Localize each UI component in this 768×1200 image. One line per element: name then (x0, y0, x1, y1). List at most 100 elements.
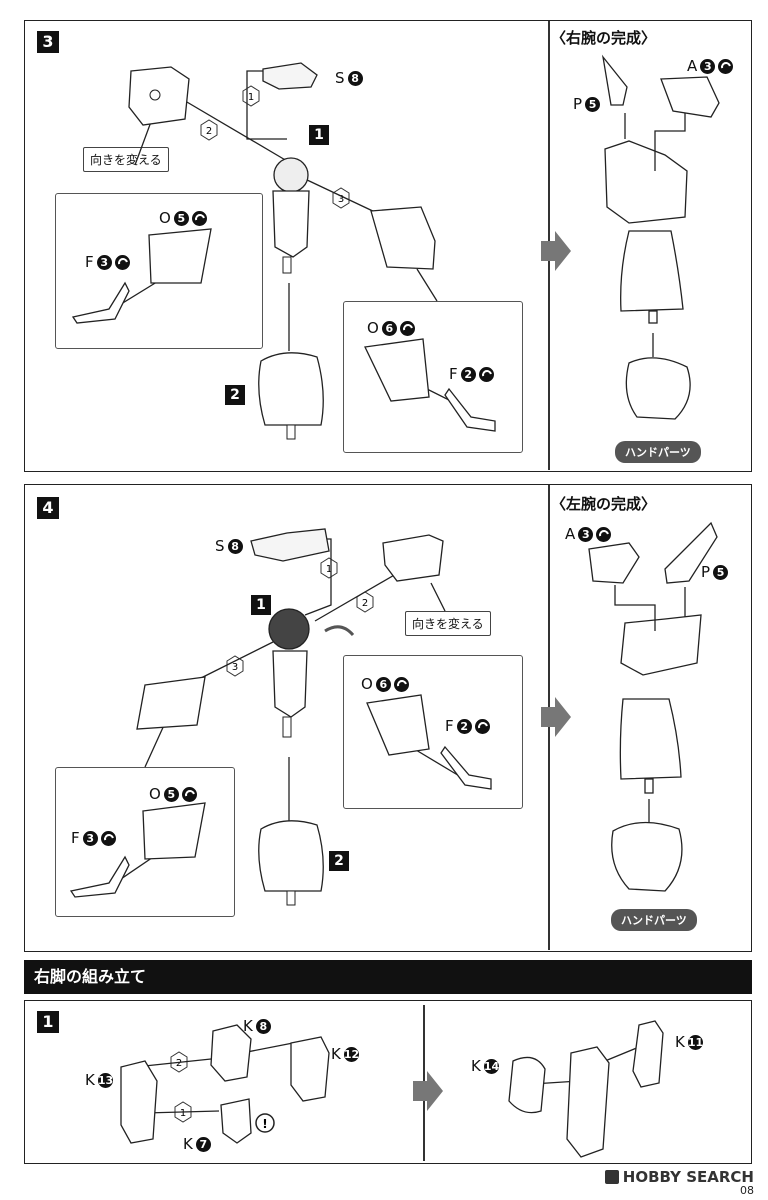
part-letter: P (573, 95, 583, 113)
cut-icon (393, 676, 409, 692)
part-letter: A (565, 525, 576, 543)
cut-icon (114, 254, 130, 270)
part-label-p5: P 5 (573, 95, 601, 113)
part-number: 8 (347, 70, 363, 86)
part-number: 8 (255, 1018, 271, 1034)
armor-o-part (136, 676, 206, 730)
arm-assembly-arrows (624, 113, 686, 357)
completed-right-arm (601, 54, 720, 420)
order-number: 1 (326, 564, 332, 575)
caution-icon: ! (255, 1113, 275, 1133)
order-marker-1: 1 (242, 85, 260, 107)
arm-assembly-arrows (614, 585, 686, 823)
armor-o5-part (148, 228, 212, 284)
step-arrow (541, 697, 571, 737)
part-number: 3 (82, 830, 98, 846)
k14-part (508, 1056, 546, 1114)
part-label-k7: K 7 (183, 1135, 211, 1153)
part-number: 6 (375, 676, 391, 692)
part-label-a3: A 3 (687, 57, 734, 75)
part-label-k14: K 14 (471, 1057, 499, 1075)
complete-title: 〈左腕の完成〉 (551, 495, 657, 513)
step4-diagram: 1 2 3 (69, 521, 718, 906)
part-letter: O (159, 209, 171, 227)
f2-part (440, 745, 492, 790)
part-letter: K (471, 1057, 481, 1075)
cut-icon (478, 366, 494, 382)
k13-part (120, 1060, 158, 1144)
order-number: 2 (176, 1058, 182, 1069)
part-number: 3 (578, 526, 594, 542)
order-number: 1 (180, 1108, 186, 1119)
armor-o6-part (366, 694, 430, 756)
part-number: 5 (585, 96, 601, 112)
section-header: 右脚の組み立て (24, 960, 752, 994)
part-number: 2 (456, 718, 472, 734)
step-badge: 4 (37, 497, 59, 519)
leg-assembly (566, 1046, 610, 1158)
k12-part (290, 1036, 330, 1102)
step-arrow (541, 231, 571, 271)
callout-box-right (343, 655, 523, 809)
part-number: 6 (381, 320, 397, 336)
part-letter: S (335, 69, 345, 87)
part-letter: F (445, 717, 454, 735)
s8-part (262, 62, 318, 90)
s8-part (250, 528, 330, 562)
step-badge: 3 (37, 31, 59, 53)
completed-left-arm (588, 521, 718, 892)
rotate-tag: 向きを変える (405, 611, 491, 636)
part-label-o6: O 6 (361, 675, 409, 693)
part-letter: O (149, 785, 161, 803)
part-label-f2: F 2 (449, 365, 494, 383)
upper-arm (272, 190, 310, 258)
hand-parts-label: ハンドパーツ (615, 441, 701, 463)
part-number: 3 (700, 58, 716, 74)
cut-icon (399, 320, 415, 336)
order-marker-3: 3 (332, 187, 350, 209)
order-marker-2: 2 (200, 119, 218, 141)
cut-icon (100, 830, 116, 846)
part-number: 2 (460, 366, 476, 382)
part-label-o6: O 6 (367, 319, 415, 337)
watermark: HOBBY SEARCH (604, 1168, 754, 1186)
part-letter: F (71, 829, 80, 847)
order-marker-3: 3 (226, 655, 244, 677)
rotate-tag: 向きを変える (83, 147, 169, 172)
part-letter: K (243, 1017, 253, 1035)
part-letter: F (85, 253, 94, 271)
part-label-k11: K 11 (675, 1033, 703, 1051)
part-letter: K (331, 1045, 341, 1063)
k8-part (210, 1024, 252, 1082)
order-number: 3 (232, 662, 238, 673)
leg-diagram: 2 1 ! (120, 1020, 664, 1158)
cut-icon (191, 210, 207, 226)
rotate-arrow-icon (324, 625, 355, 637)
part-badge-1: 1 (251, 595, 271, 615)
cut-icon (474, 718, 490, 734)
armor-o-part (370, 206, 436, 270)
part-letter: K (675, 1033, 685, 1051)
part-label-o5: O 5 (159, 209, 207, 227)
part-label-k8: K 8 (243, 1017, 271, 1035)
f3-part (71, 281, 130, 324)
part-badge-2: 2 (225, 385, 245, 405)
forearm-part (258, 820, 324, 892)
part-number: 5 (713, 564, 729, 580)
part-label-o5: O 5 (149, 785, 197, 803)
part-number: 5 (173, 210, 189, 226)
part-letter: S (215, 537, 225, 555)
part-number: 12 (343, 1046, 360, 1062)
watermark-text: HOBBY SEARCH (622, 1168, 754, 1186)
part-badge-1: 1 (309, 125, 329, 145)
part-letter: O (361, 675, 373, 693)
order-number: 1 (248, 92, 254, 103)
part-label-f3: F 3 (71, 829, 116, 847)
page-number: 08 (740, 1184, 754, 1197)
part-label-f3: F 3 (85, 253, 130, 271)
forearm-part (258, 352, 324, 426)
part-label-k12: K 12 (331, 1045, 359, 1063)
order-marker-1: 1 (320, 557, 338, 579)
part-label-f2: F 2 (445, 717, 490, 735)
order-number: 2 (362, 598, 368, 609)
